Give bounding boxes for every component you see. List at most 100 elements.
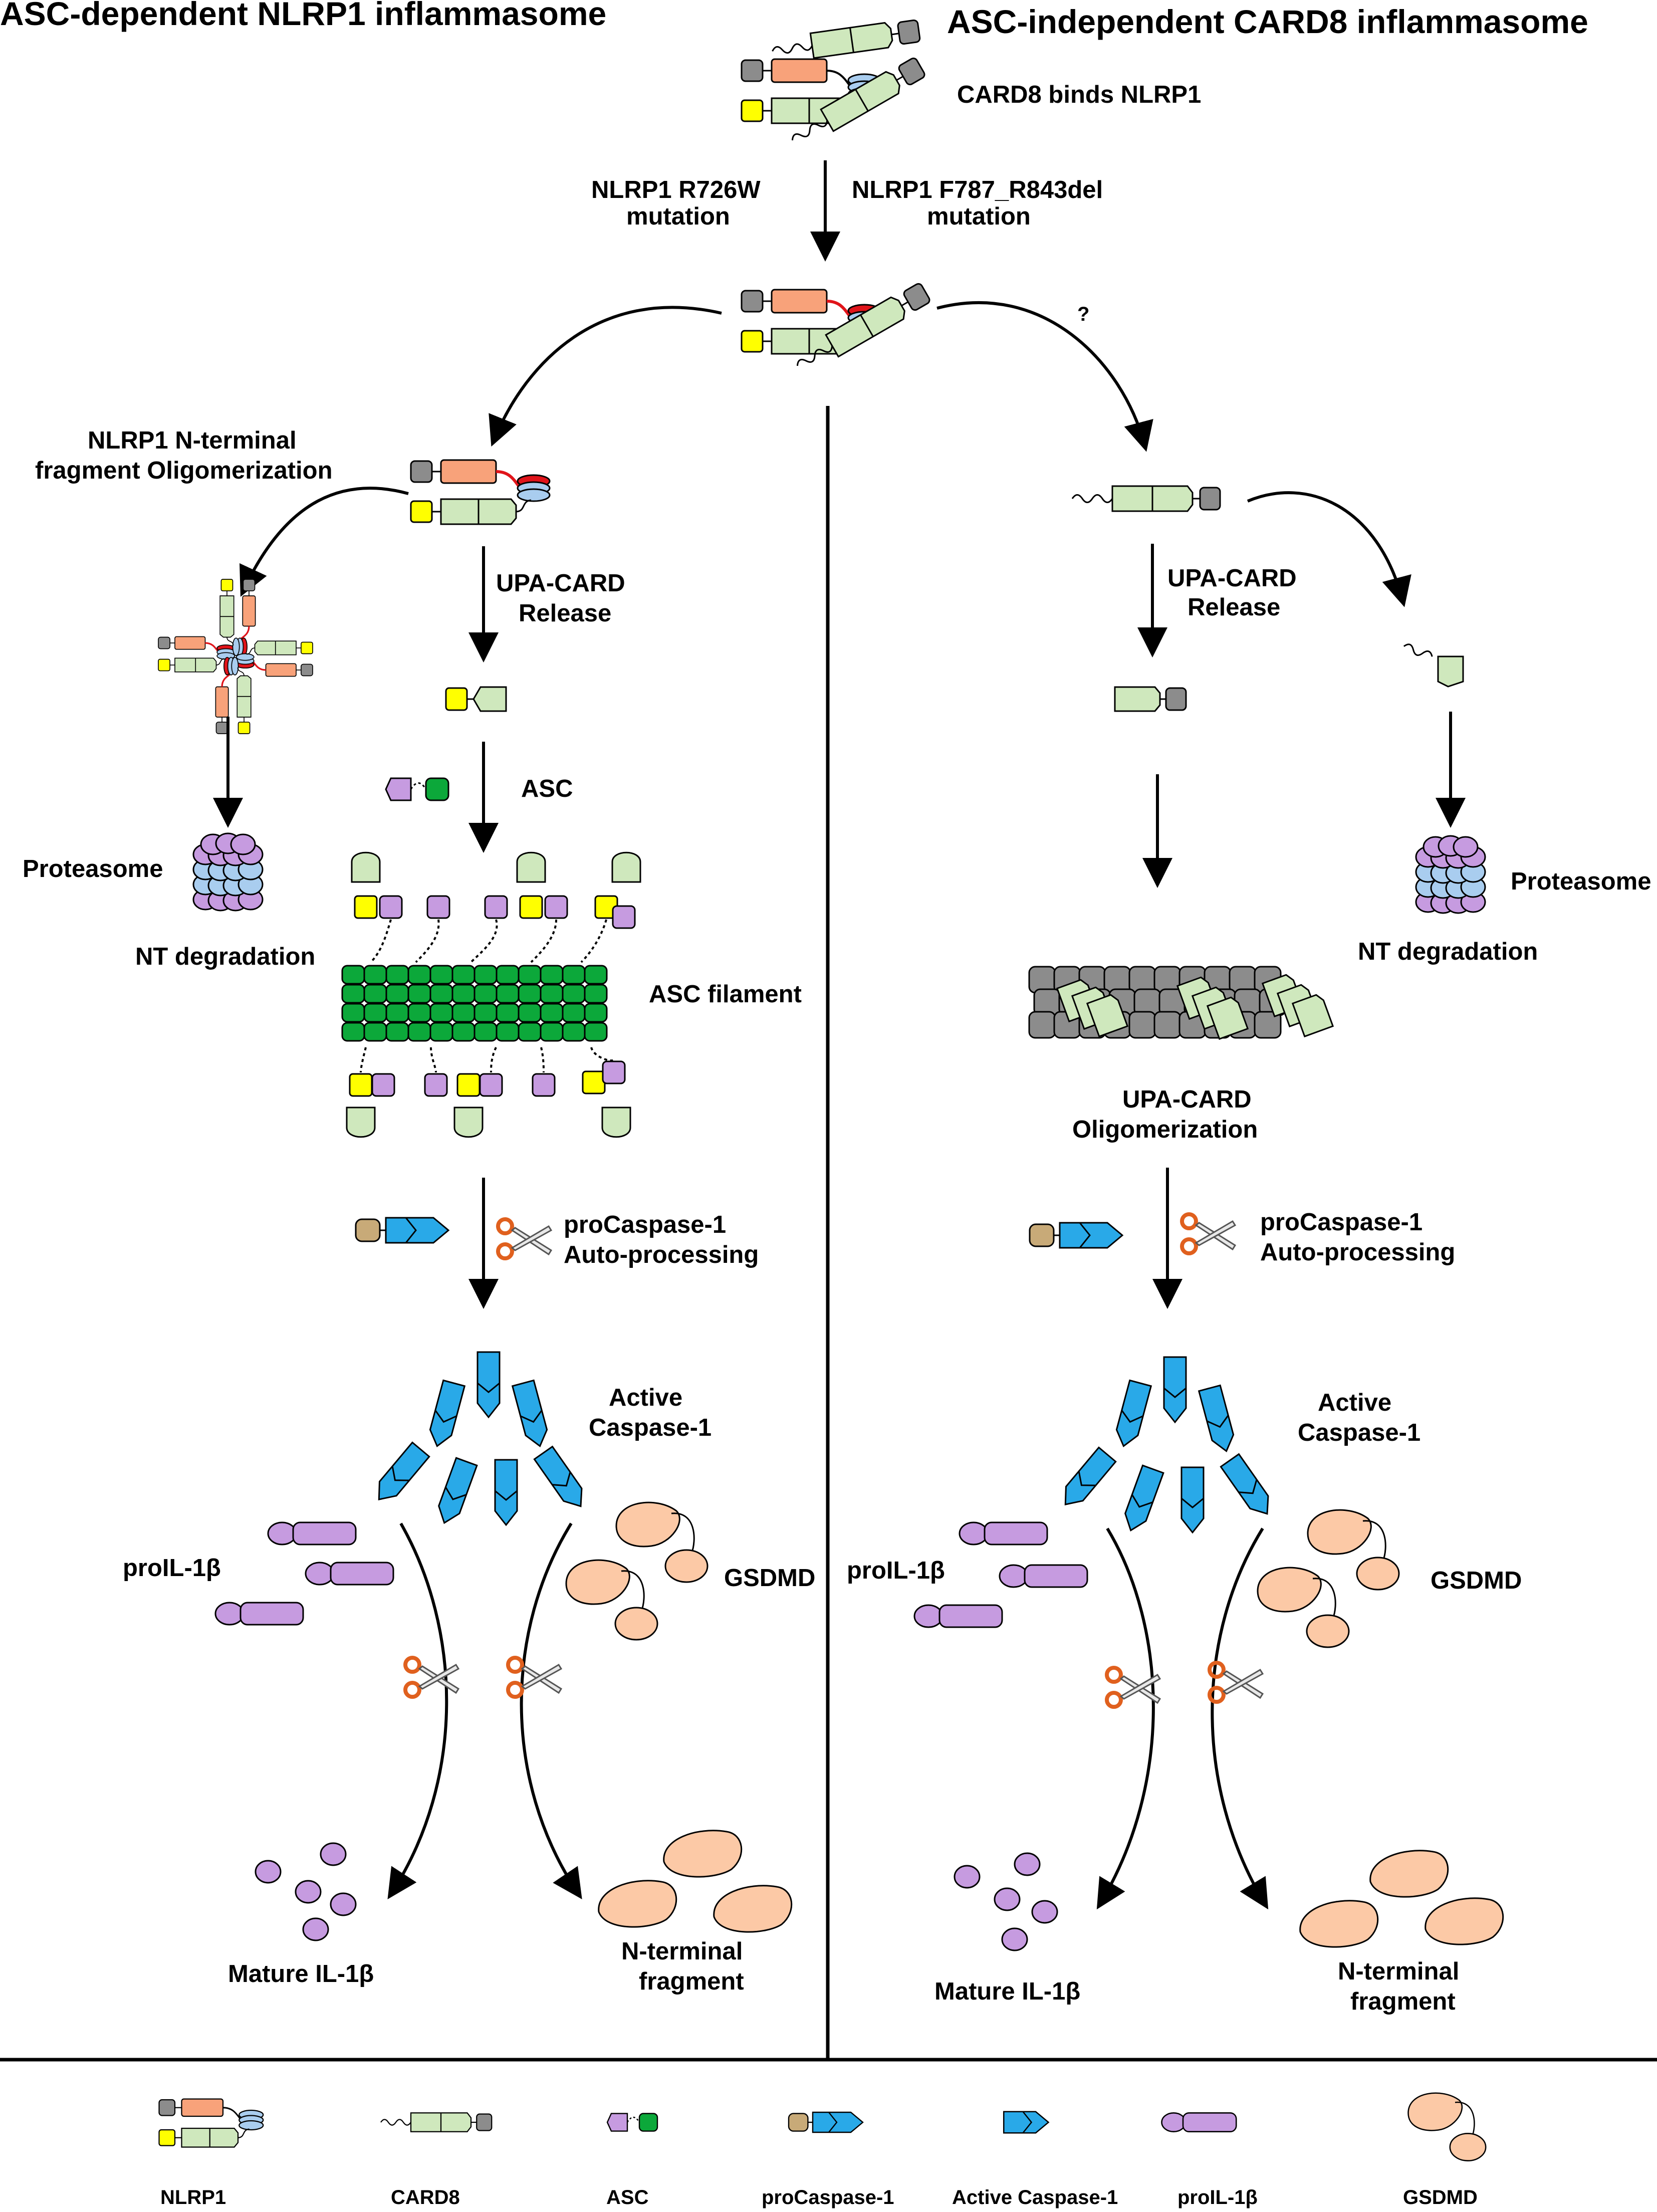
filament-upper-decor <box>351 851 641 929</box>
asc-filament <box>341 965 608 1042</box>
filament-block <box>562 965 586 985</box>
filament-block <box>407 1022 431 1042</box>
filament-block <box>341 965 365 985</box>
filament-block <box>540 1022 564 1042</box>
oligomerization-line2: fragment Oligomerization <box>35 457 333 484</box>
filament-block <box>584 1022 608 1042</box>
asc-molecule <box>385 777 449 801</box>
card8-binds-label: CARD8 binds NLRP1 <box>957 81 1201 108</box>
upa-oligo-2: Oligomerization <box>1072 1116 1258 1143</box>
filament-block <box>496 1003 520 1023</box>
filament-block <box>518 965 542 985</box>
filament-block <box>474 965 498 985</box>
filament-block <box>451 1003 476 1023</box>
arrow-cleave-il-left <box>387 1522 448 1900</box>
filament-block <box>474 984 498 1004</box>
scissors-procasp-right <box>1182 1214 1235 1253</box>
legend-asc: ASC <box>606 2186 648 2208</box>
arrow-to-oligomer <box>240 487 409 597</box>
filament-block <box>363 984 387 1004</box>
procasp-right-1: proCaspase-1 <box>1260 1209 1423 1236</box>
asc-label: ASC <box>521 775 573 802</box>
filament-block <box>451 965 476 985</box>
filament-upper-linkers <box>370 919 607 963</box>
procaspase-left <box>355 1217 449 1244</box>
mutated-complex <box>742 280 932 378</box>
arrow-cleave-gsdmd-right <box>1211 1527 1269 1910</box>
legend-active-caspase: Active Caspase-1 <box>952 2186 1118 2208</box>
filament-block <box>451 1022 476 1042</box>
legend-asc-icon <box>606 2113 658 2132</box>
filament-block <box>540 984 564 1004</box>
proteasome-left <box>193 833 263 911</box>
active-casp-left-2: Caspase-1 <box>589 1414 712 1441</box>
upa-card-left <box>445 686 507 712</box>
legend-card8-icon <box>380 2112 493 2132</box>
active-caspase-right <box>1056 1356 1277 1535</box>
nterm-left <box>598 1830 793 1933</box>
scissors-procasp-left <box>498 1219 551 1258</box>
upa-release-right-2: Release <box>1188 594 1280 621</box>
filament-block <box>407 1003 431 1023</box>
nterm-right-2: fragment <box>1350 1988 1456 2015</box>
scissors-gsdmd-right <box>1210 1663 1263 1702</box>
nterm-right-1: N-terminal <box>1338 1958 1459 1985</box>
active-casp-right-2: Caspase-1 <box>1298 1419 1421 1446</box>
card8-upa-card <box>1114 686 1187 712</box>
filament-block <box>341 1003 365 1023</box>
left-title: ASC-dependent NLRP1 inflammasome <box>0 0 606 32</box>
filament-block <box>407 984 431 1004</box>
legend-nlrp1: NLRP1 <box>160 2186 226 2208</box>
filament-block <box>429 1003 453 1023</box>
mutation-left-line2: mutation <box>626 203 730 230</box>
proil-left <box>214 1521 394 1626</box>
nlrp1-nt-fragment <box>411 460 550 524</box>
mutation-left-line1: NLRP1 R726W <box>591 176 761 203</box>
filament-block <box>540 1003 564 1023</box>
filament-block <box>518 984 542 1004</box>
filament-block <box>474 1003 498 1023</box>
proteasome-right <box>1416 836 1485 913</box>
active-caspase-left <box>369 1351 591 1527</box>
filament-lower-decor <box>346 1060 631 1138</box>
legend-proil-icon <box>1161 2112 1237 2132</box>
oligomerization-line1: NLRP1 N-terminal <box>88 427 297 454</box>
procasp-left-1: proCaspase-1 <box>564 1211 726 1238</box>
filament-block <box>407 965 431 985</box>
card8-released <box>1071 485 1221 512</box>
nt-oligomer <box>157 578 314 735</box>
procaspase-right <box>1029 1222 1123 1249</box>
asc-filament-label: ASC filament <box>649 981 802 1008</box>
upa-release-left-2: Release <box>519 600 611 627</box>
oligomer-block <box>1028 1011 1056 1039</box>
legend-active-caspase-icon <box>1003 2111 1049 2134</box>
filament-block <box>429 984 453 1004</box>
proil-right-label: proIL-1β <box>847 1557 945 1584</box>
filament-block <box>496 984 520 1004</box>
gsdmd-right-label: GSDMD <box>1431 1567 1522 1594</box>
scissors-il-left <box>405 1658 458 1697</box>
proteasome-left-label: Proteasome <box>23 855 163 882</box>
legend-gsdmd: GSDMD <box>1403 2186 1478 2208</box>
legend-procaspase-icon <box>788 2111 864 2133</box>
filament-block <box>341 1022 365 1042</box>
filament-block <box>385 1003 409 1023</box>
filament-block <box>518 1003 542 1023</box>
nt-degradation-left: NT degradation <box>135 943 315 970</box>
oligomer-block <box>1128 1011 1156 1039</box>
arrow-cleave-gsdmd-left <box>520 1522 582 1899</box>
upa-oligo-1: UPA-CARD <box>1122 1086 1252 1113</box>
filament-block <box>385 1022 409 1042</box>
upa-release-right-1: UPA-CARD <box>1167 565 1297 592</box>
scissors-gsdmd-left <box>508 1658 561 1697</box>
filament-block <box>341 984 365 1004</box>
legend-card8: CARD8 <box>391 2186 460 2208</box>
filament-block <box>363 1003 387 1023</box>
filament-block <box>562 1022 586 1042</box>
filament-block <box>562 1003 586 1023</box>
filament-block <box>518 1022 542 1042</box>
mutation-right-line1: NLRP1 F787_R843del <box>852 176 1103 203</box>
oligomer-block <box>1153 1011 1181 1039</box>
filament-block <box>496 965 520 985</box>
